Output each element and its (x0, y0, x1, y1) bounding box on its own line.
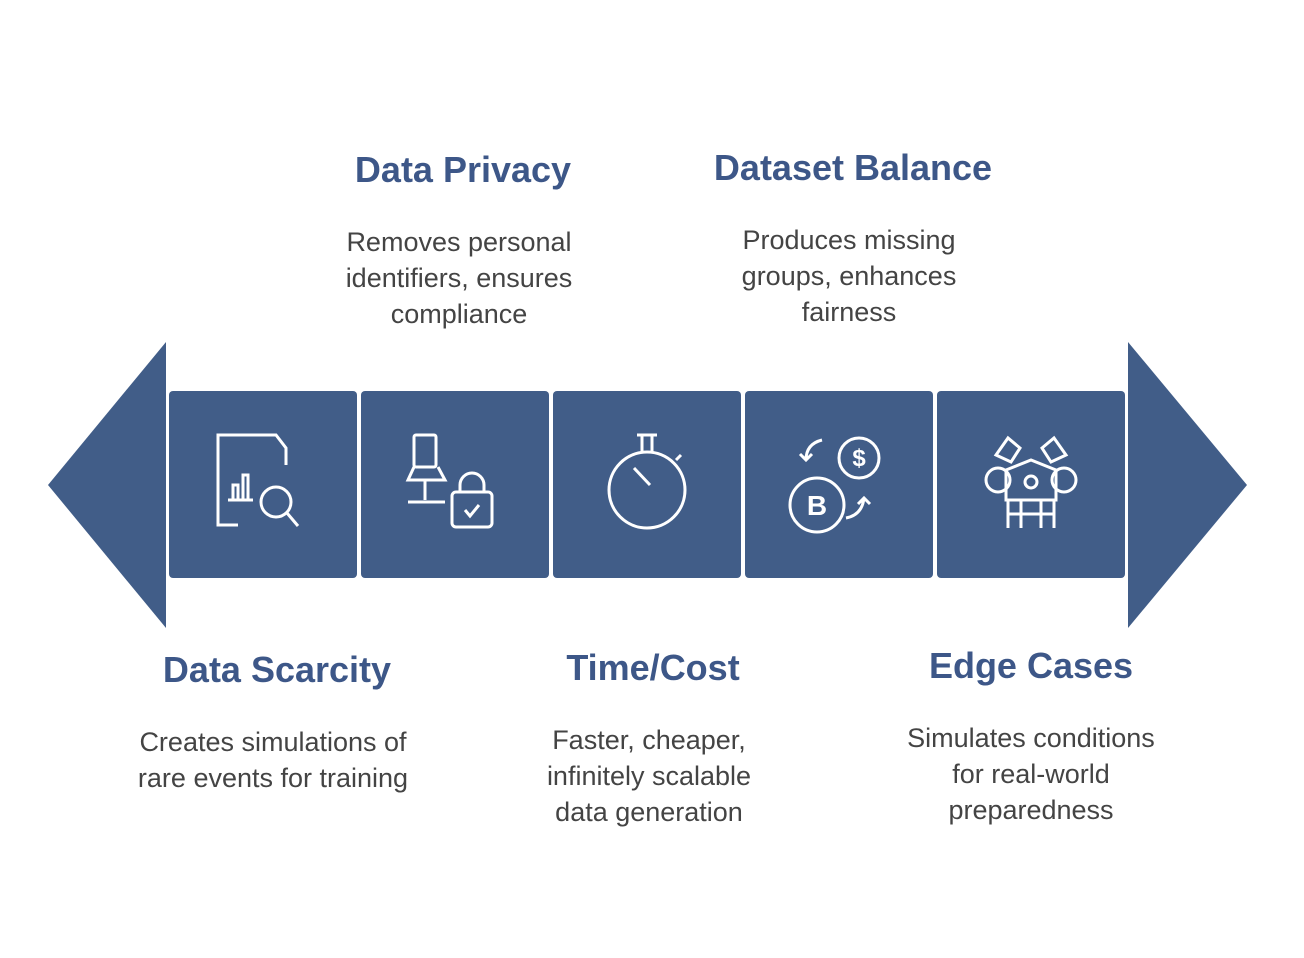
step-box-data-privacy (361, 391, 549, 578)
desc-data-scarcity: Creates simulations of rare events for t… (137, 727, 409, 793)
desc-time-cost: Faster, cheaper, infinitely scalable dat… (546, 725, 752, 827)
stopwatch-icon (607, 433, 687, 529)
title-edge-cases: Edge Cases (928, 645, 1134, 686)
title-data-scarcity: Data Scarcity (162, 649, 392, 690)
engine-icon (984, 435, 1078, 528)
desc-dataset-balance: Produces missing groups, enhances fairne… (741, 225, 957, 327)
step-box-dataset-balance: $ B (745, 391, 933, 578)
computer-lock-icon (405, 433, 494, 528)
right-arrow-head (1128, 342, 1247, 628)
left-arrow-head (48, 342, 166, 628)
currency-exchange-icon: $ B (788, 436, 881, 533)
title-dataset-balance: Dataset Balance (713, 147, 993, 188)
chart-search-icon (216, 433, 300, 527)
svg-text:B: B (807, 490, 827, 521)
desc-edge-cases: Simulates conditions for real-world prep… (907, 723, 1155, 825)
svg-text:$: $ (852, 445, 866, 472)
title-data-privacy: Data Privacy (354, 149, 572, 190)
step-box-edge-cases (937, 391, 1125, 578)
step-box-time-cost (553, 391, 741, 578)
title-time-cost: Time/Cost (566, 647, 740, 688)
desc-data-privacy: Removes personal identifiers, ensures co… (345, 227, 573, 329)
step-box-data-scarcity (169, 391, 357, 578)
